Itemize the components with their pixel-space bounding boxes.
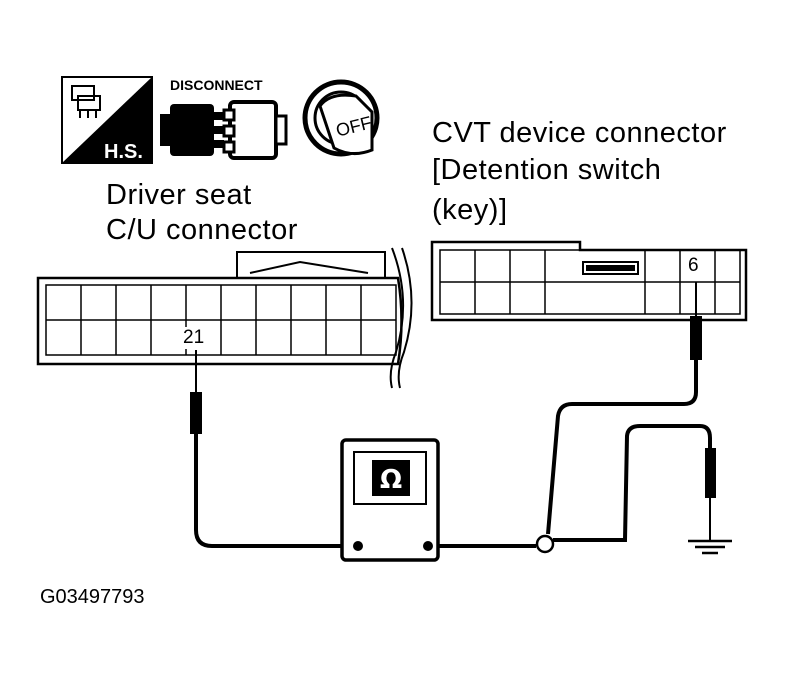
disconnect-text: DISCONNECT [170,77,263,93]
figure-code: G03497793 [40,586,145,608]
meter-terminal-left [353,541,363,551]
ground-symbol [688,539,732,555]
disconnect-icon: DISCONNECT [160,77,288,160]
probe-wiring [190,282,716,554]
ignition-off-icon: OFF [302,79,380,157]
cvt-label-line2: [Detention switch [432,154,662,186]
terminal-21-label: 21 [183,327,205,348]
cvt-device-connector [430,240,748,322]
driver-seat-label-line1: Driver seat [106,179,252,211]
meter-terminal-right [423,541,433,551]
ohm-symbol: Ω [380,465,402,495]
harness-icon-text: H.S. [104,141,143,163]
cvt-label-line3: (key)] [432,194,508,226]
cvt-label-line1: CVT device connector [432,117,727,149]
ohmmeter: Ω [340,438,440,562]
terminal-6-label: 6 [688,255,699,276]
harness-icon: H.S. [61,76,153,164]
driver-seat-label-line2: C/U connector [106,214,298,246]
driver-seat-connector [36,247,413,389]
